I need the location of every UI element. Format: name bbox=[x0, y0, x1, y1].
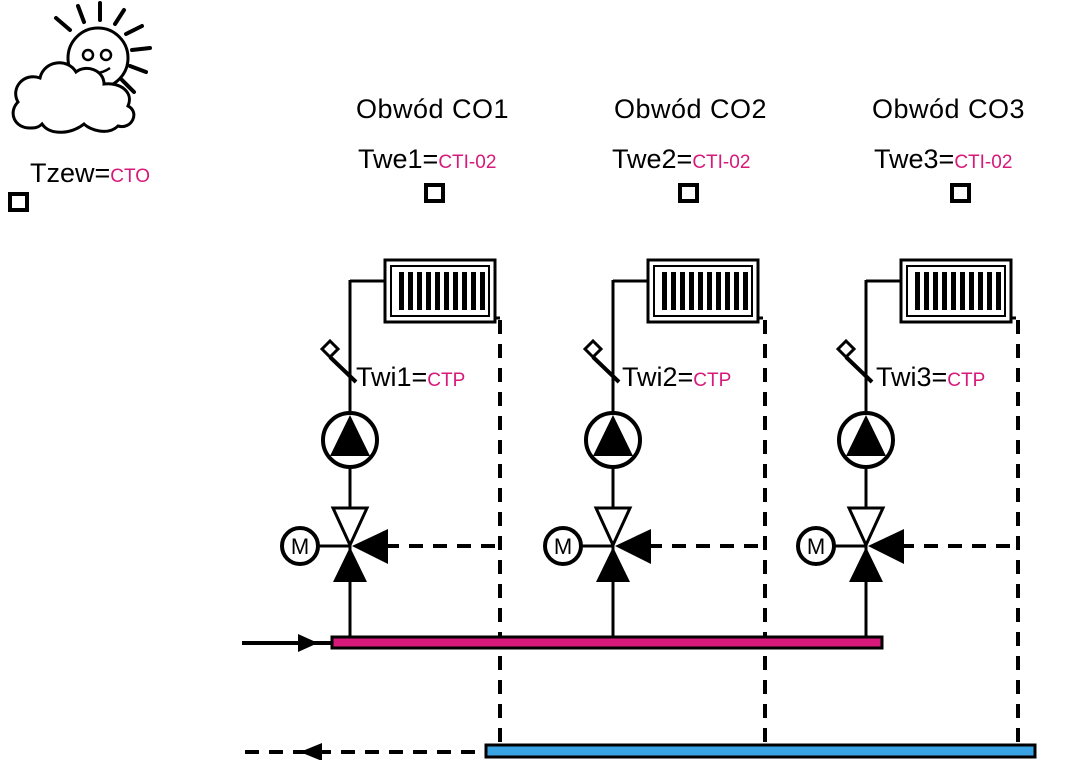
inlet-sensor-box-1 bbox=[424, 183, 445, 203]
supply-pipe bbox=[330, 635, 884, 650]
indoor-sensor-type-1: CTP bbox=[427, 370, 466, 391]
mixing-valve-icon-2 bbox=[593, 506, 651, 582]
radiator-icon-2 bbox=[646, 258, 760, 324]
circuit-title-3: Obwód CO3 bbox=[872, 94, 1026, 124]
return-dashed-lines bbox=[245, 320, 1020, 754]
inlet-temp-name-2: Twe2= bbox=[612, 144, 693, 174]
heating-circuit-2: M bbox=[543, 258, 763, 637]
valve-motor-icon-1: M bbox=[280, 526, 350, 566]
valve-motor-label-1: M bbox=[291, 534, 309, 559]
indoor-temp-label-2: Twi2=CTP bbox=[622, 364, 731, 391]
heating-circuit-3: M bbox=[796, 258, 1016, 637]
circulation-pump-icon-3 bbox=[837, 411, 895, 469]
room-sensor-probe-icon-2 bbox=[582, 338, 621, 384]
inlet-sensor-type-3: CTI-02 bbox=[954, 152, 1013, 173]
room-sensor-probe-icon-1 bbox=[319, 338, 358, 384]
radiator-icon-1 bbox=[383, 258, 497, 324]
mixing-valve-icon-3 bbox=[846, 506, 904, 582]
circuit-title-1: Obwód CO1 bbox=[356, 94, 510, 124]
valve-motor-icon-2: M bbox=[543, 526, 613, 566]
indoor-temp-label-1: Twi1=CTP bbox=[356, 364, 465, 391]
outdoor-temp-label: Tzew=CTO bbox=[30, 160, 150, 187]
inlet-sensor-type-1: CTI-02 bbox=[438, 152, 497, 173]
inlet-temp-name-3: Twe3= bbox=[874, 144, 955, 174]
indoor-temp-name-3: Twi3= bbox=[876, 362, 948, 392]
mixing-valve-icon-1 bbox=[330, 506, 388, 582]
valve-motor-icon-3: M bbox=[796, 526, 866, 566]
inlet-temp-label-2: Twe2=CTI-02 bbox=[612, 146, 750, 173]
inlet-temp-label-1: Twe1=CTI-02 bbox=[358, 146, 496, 173]
outdoor-temp-name: Tzew= bbox=[30, 158, 111, 188]
heating-circuit-1: M bbox=[280, 258, 500, 637]
indoor-sensor-type-2: CTP bbox=[693, 370, 732, 391]
circulation-pump-icon-2 bbox=[584, 411, 642, 469]
indoor-temp-name-2: Twi2= bbox=[622, 362, 694, 392]
room-sensor-probe-icon-3 bbox=[835, 338, 874, 384]
inlet-temp-label-3: Twe3=CTI-02 bbox=[874, 146, 1012, 173]
return-pipe bbox=[484, 743, 1037, 759]
sun-cloud-icon bbox=[11, 1, 152, 134]
valve-motor-label-3: M bbox=[807, 534, 825, 559]
inlet-sensor-box-3 bbox=[950, 183, 971, 203]
indoor-temp-name-1: Twi1= bbox=[356, 362, 428, 392]
outdoor-sensor-box bbox=[8, 192, 29, 212]
supply-inlet-arrow bbox=[242, 634, 332, 652]
valve-motor-label-2: M bbox=[554, 534, 572, 559]
radiator-icon-3 bbox=[899, 258, 1013, 324]
indoor-sensor-type-3: CTP bbox=[947, 370, 986, 391]
circuit-title-2: Obwód CO2 bbox=[614, 94, 768, 124]
return-outlet-arrow bbox=[300, 743, 322, 760]
inlet-sensor-type-2: CTI-02 bbox=[692, 152, 751, 173]
indoor-temp-label-3: Twi3=CTP bbox=[876, 364, 985, 391]
outdoor-sensor-type: CTO bbox=[110, 166, 151, 187]
inlet-sensor-box-2 bbox=[678, 183, 699, 203]
circulation-pump-icon-1 bbox=[321, 411, 379, 469]
inlet-temp-name-1: Twe1= bbox=[358, 144, 439, 174]
